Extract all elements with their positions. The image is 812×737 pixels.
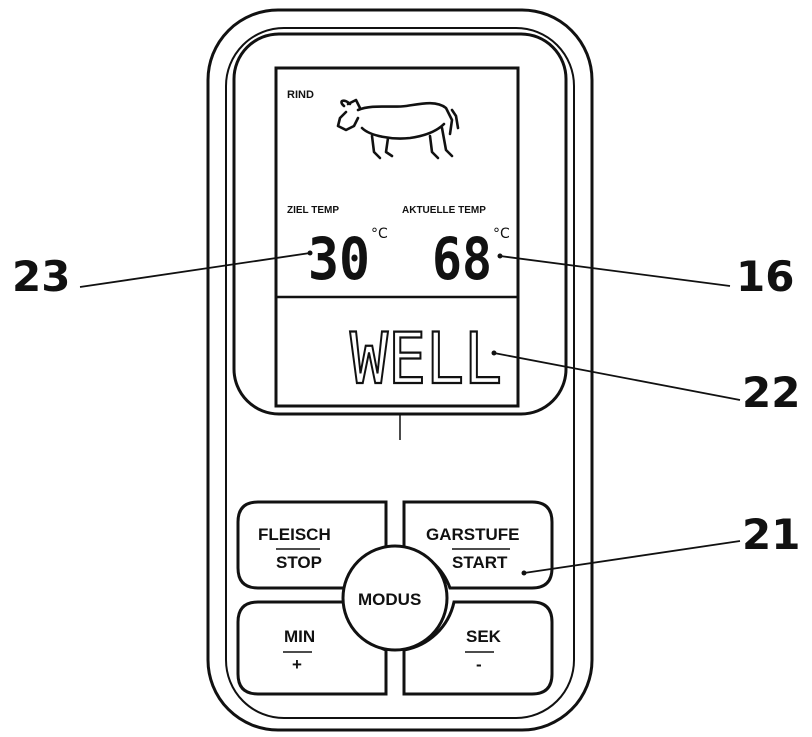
device-outer-body — [206, 8, 594, 732]
callout-22-leader — [493, 352, 741, 401]
callout-23-dot — [307, 250, 313, 256]
meat-label: RIND — [287, 89, 314, 101]
target-unit: °C — [371, 226, 388, 242]
sek-label: SEK — [466, 627, 502, 646]
doneness-display: WELL — [350, 318, 502, 400]
callout-16-dot — [497, 253, 503, 259]
fleisch-label: FLEISCH — [258, 525, 331, 544]
callout-16: 16 — [736, 252, 794, 301]
callout-21-dot — [521, 570, 527, 576]
callout-21: 21 — [742, 510, 800, 559]
garstufe-label: GARSTUFE — [426, 525, 520, 544]
target-temp-value: 30 — [308, 225, 370, 293]
device-inner-body — [225, 27, 575, 719]
cow-icon — [336, 98, 460, 160]
callout-22-dot — [491, 350, 497, 356]
plus-label: + — [292, 655, 302, 674]
start-label: START — [452, 553, 508, 572]
modus-button[interactable] — [341, 544, 449, 652]
current-unit: °C — [493, 226, 510, 242]
callout-23-leader — [79, 252, 311, 288]
modus-label: MODUS — [358, 590, 421, 609]
callout-22: 22 — [742, 368, 800, 417]
callout-23: 23 — [12, 252, 70, 301]
minus-label: - — [476, 655, 482, 674]
current-temp-label: AKTUELLE TEMP — [402, 205, 486, 216]
sek-minus-button[interactable] — [402, 600, 554, 696]
current-temp-value: 68 — [432, 225, 492, 293]
lcd-screen — [274, 66, 520, 408]
target-temp-label: ZIEL TEMP — [287, 205, 339, 216]
callout-21-leader — [523, 540, 741, 574]
stop-label: STOP — [276, 553, 322, 572]
callout-16-leader — [499, 255, 731, 287]
min-label: MIN — [284, 627, 315, 646]
